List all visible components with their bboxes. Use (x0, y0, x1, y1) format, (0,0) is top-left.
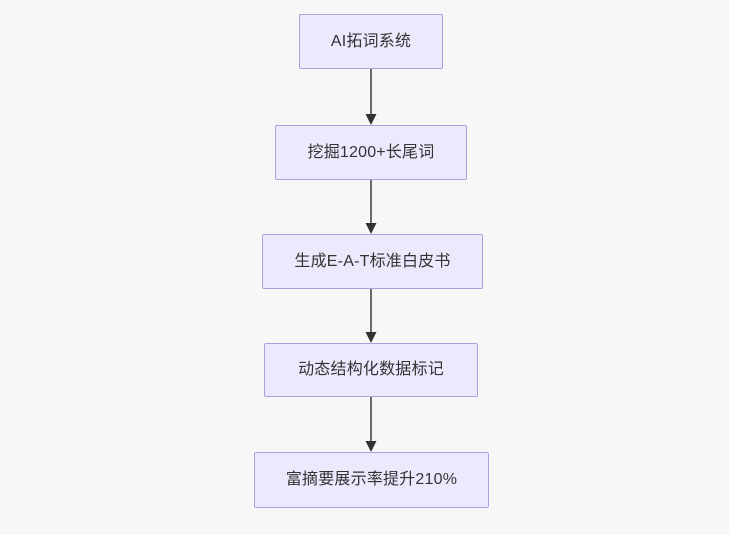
flow-node-label: 挖掘1200+长尾词 (307, 143, 435, 161)
flow-node-label: 生成E-A-T标准白皮书 (294, 252, 451, 270)
flow-node-label: 富摘要展示率提升210% (285, 471, 458, 488)
flow-node-dynamic-structured-data-markup[interactable]: 动态结构化数据标记 (264, 343, 478, 397)
flow-node-mine-longtail-keywords[interactable]: 挖掘1200+长尾词 (275, 125, 467, 180)
edge-n3-n4 (365, 289, 377, 343)
flow-node-label: 动态结构化数据标记 (298, 361, 444, 378)
flow-node-rich-snippet-rate-increase[interactable]: 富摘要展示率提升210% (254, 452, 489, 508)
edge-n4-n5 (365, 397, 377, 452)
flow-node-ai-keyword-system[interactable]: AI拓词系统 (299, 14, 443, 69)
edge-n1-n2 (365, 69, 377, 125)
edge-n2-n3 (365, 180, 377, 234)
flow-node-generate-eat-whitepaper[interactable]: 生成E-A-T标准白皮书 (262, 234, 483, 289)
flow-node-label: AI拓词系统 (330, 32, 412, 50)
